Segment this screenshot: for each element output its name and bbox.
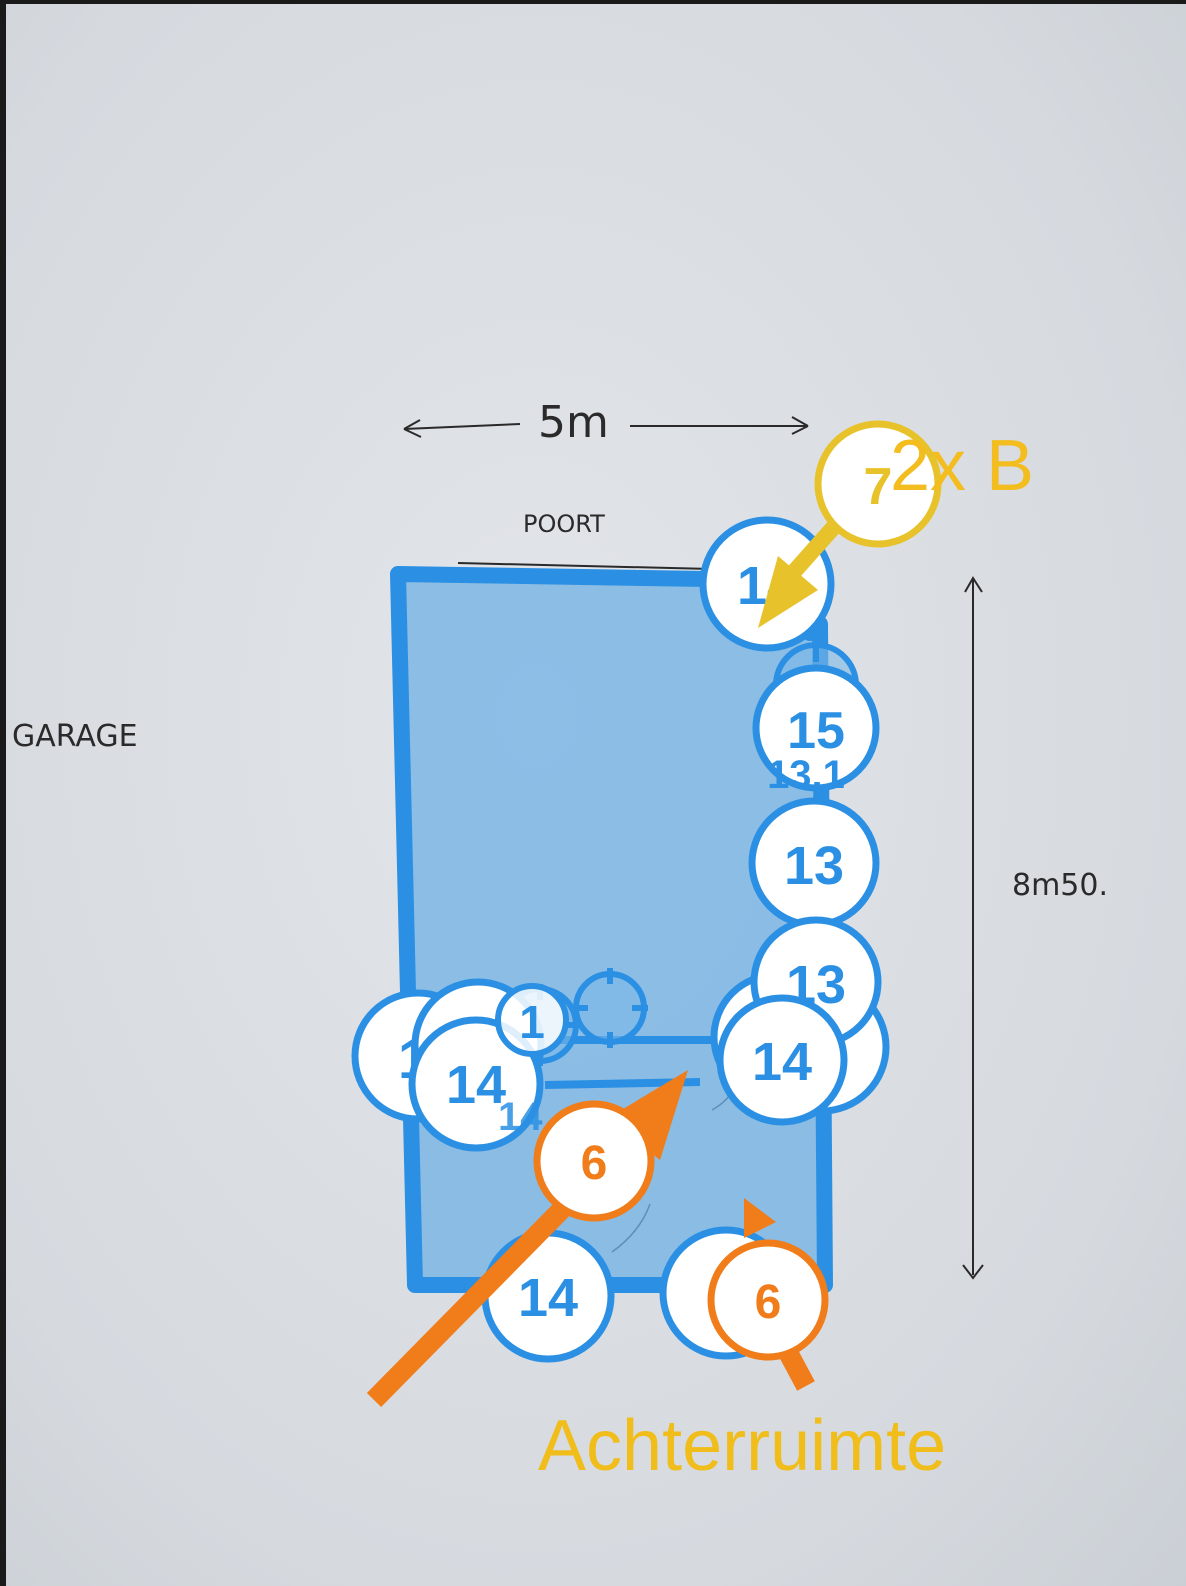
badge-orange-6-lower[interactable]: 6 (707, 1239, 829, 1361)
note-bottom: Achterruimte (538, 1406, 946, 1486)
badge-right-14-label: 14 (752, 1032, 812, 1092)
badge-bottom-14[interactable]: 14 (481, 1229, 615, 1363)
badge-orange-6-upper[interactable]: 6 (533, 1100, 655, 1222)
badge-left-overlap-label: 14 (498, 1095, 543, 1139)
badge-left-overlap: 14 (498, 1095, 543, 1139)
badge-13-upper[interactable]: 13 (748, 797, 880, 929)
badge-left-front[interactable]: 14 (408, 1016, 544, 1152)
badge-orange-6-upper-label: 6 (581, 1137, 608, 1190)
reticle-marker-wall[interactable] (572, 968, 648, 1048)
badge-small-1[interactable]: 1 (495, 983, 569, 1057)
badge-15[interactable]: 15 (752, 664, 880, 792)
length-label: 8m50. (1012, 868, 1108, 903)
gate-line (457, 562, 713, 570)
width-dimension (403, 416, 809, 438)
garage-label: GARAGE (12, 719, 138, 754)
gate-label: POORT (523, 510, 605, 538)
badge-small-1-label: 1 (519, 996, 545, 1048)
length-dimension (962, 576, 984, 1280)
badge-yellow-7-label: 7 (864, 458, 893, 516)
note-top: 2x B (890, 426, 1034, 506)
width-label: 5m (538, 397, 609, 448)
badge-yellow-7[interactable]: 7 (814, 420, 942, 548)
badge-bottom-14-label: 14 (518, 1268, 578, 1328)
badge-right-14[interactable]: 14 (716, 994, 848, 1126)
badge-orange-6-lower-label: 6 (755, 1276, 782, 1329)
badge-top-14[interactable]: 14 (699, 516, 835, 652)
badge-13-1: 13.1 (767, 753, 845, 797)
badge-13-upper-label: 13 (784, 836, 844, 896)
yellow-arrow (758, 514, 846, 628)
badge-13-1-label: 13.1 (767, 753, 845, 797)
badge-15-label: 15 (787, 702, 845, 760)
badge-left-front-label: 14 (446, 1055, 506, 1115)
